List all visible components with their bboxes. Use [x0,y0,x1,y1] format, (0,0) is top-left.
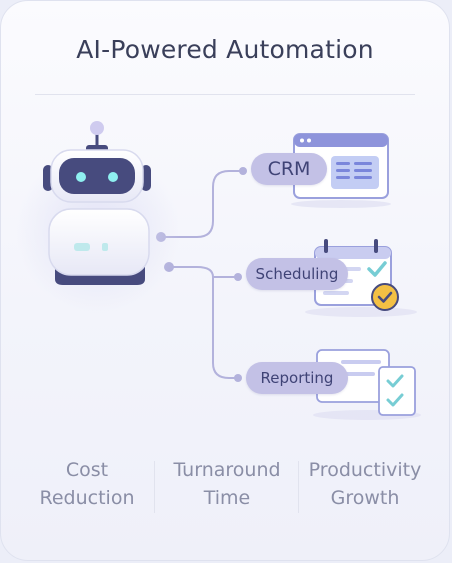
connector-to-scheduling [166,266,238,278]
page-title: AI-Powered Automation [76,35,374,64]
metric-productivity-growth: Productivity Growth [308,459,422,509]
metric-turnaround-time: Turnaround Time [173,459,281,509]
metric-divider [298,461,299,513]
title-divider [35,94,415,95]
node-crm: CRM [251,153,327,185]
connector-dot [234,374,242,382]
node-reporting: Reporting [246,362,348,394]
node-crm-label: CRM [267,158,311,180]
node-scheduling: Scheduling [246,258,348,290]
metric-cost-reduction: Cost Reduction [39,459,135,509]
node-scheduling-label: Scheduling [255,265,339,283]
connector-dot [239,167,247,175]
connector-to-reporting [212,276,238,379]
node-reporting-label: Reporting [260,369,334,387]
connector-dot [234,273,242,281]
connector-to-crm [163,170,245,238]
connector-lines [163,170,245,379]
robot-icon [16,121,180,313]
metric-divider [154,461,155,513]
